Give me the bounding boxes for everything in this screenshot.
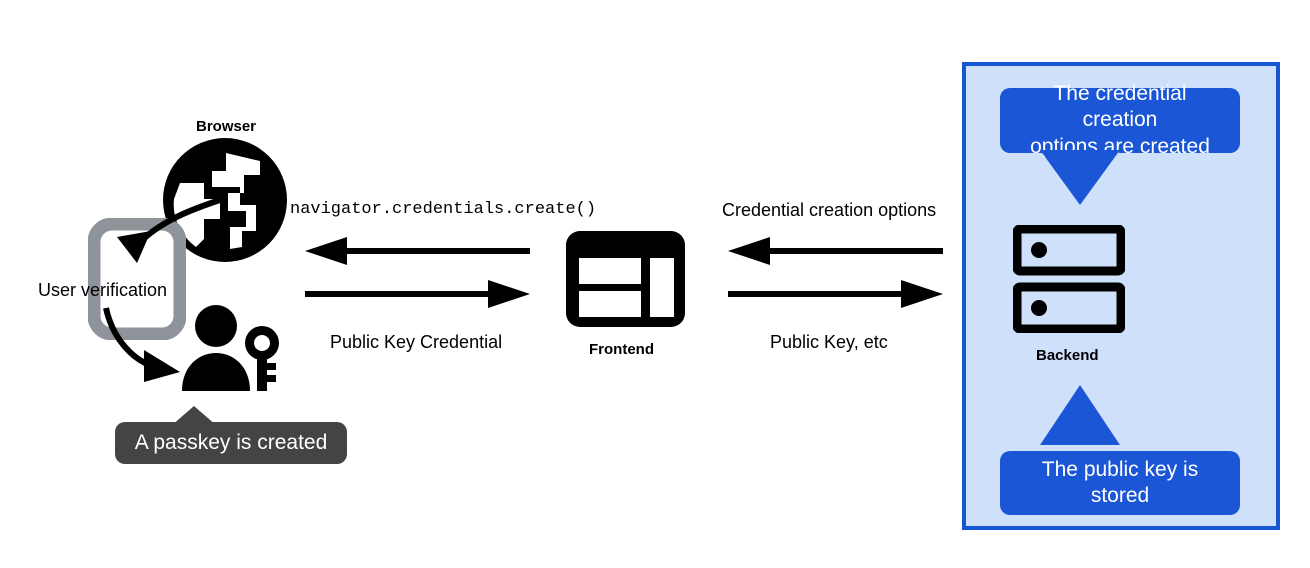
passkey-tooltip-text: A passkey is created [134,430,328,454]
backend-top-callout: The credential creation options are crea… [1000,82,1240,158]
smartphone-icon [88,218,186,340]
user-verification-label: User verification [38,280,168,300]
flow-frontend-backend-bottom-label: Public Key, etc [770,332,888,352]
arrow-left-browser-frontend-icon [305,237,530,265]
user-with-key-icon [182,305,279,391]
flow-browser-frontend-top-label: navigator.credentials.create() [290,200,597,219]
arrow-globe-to-phone-icon [117,196,224,263]
browser-label: Browser [196,118,257,135]
arrow-right-frontend-backend-icon [728,280,943,308]
globe-icon [163,138,287,262]
backend-label: Backend [1036,347,1099,364]
arrow-phone-to-user-icon [103,307,180,382]
backend-bottom-callout: The public key is stored [1000,451,1240,515]
flow-frontend-backend-top-label: Credential creation options [722,200,937,220]
frontend-label: Frontend [589,341,654,358]
backend-top-callout-tail [1040,150,1120,205]
backend-bottom-callout-line2: stored [1090,484,1150,507]
backend-bottom-callout-tail [1040,385,1120,445]
server-rack-icon [1013,225,1125,333]
backend-top-callout-line1: The credential creation [1053,82,1187,132]
backend-bottom-callout-line1: The public key is [1041,457,1199,481]
arrow-left-frontend-backend-icon [728,237,943,265]
flow-browser-frontend-bottom-label: Public Key Credential [330,332,503,352]
dashboard-layout-icon [566,231,685,327]
arrow-right-browser-frontend-icon [305,280,530,308]
passkey-tooltip: A passkey is created [115,422,347,464]
